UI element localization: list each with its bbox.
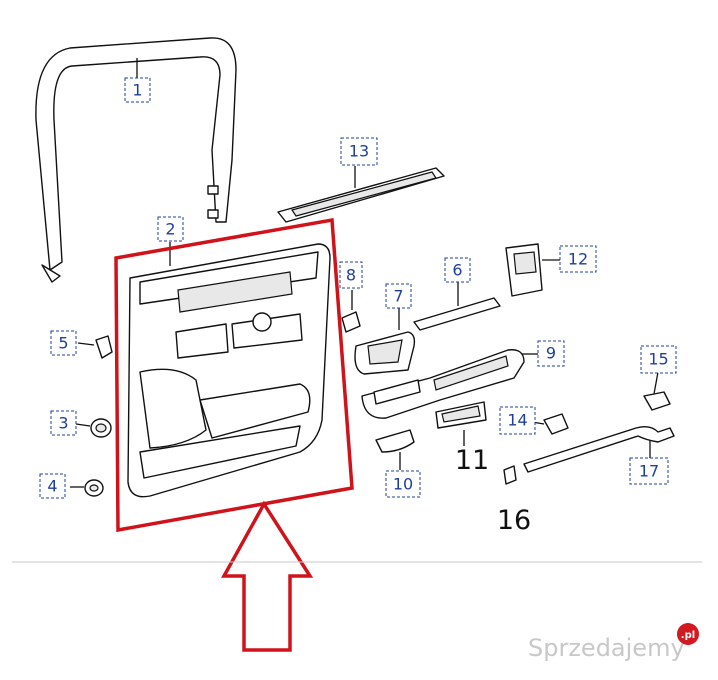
callout-10: 10 — [385, 470, 421, 498]
callout-6: 6 — [444, 257, 471, 283]
callout-2: 2 — [157, 216, 184, 242]
part-nut-16 — [503, 465, 517, 485]
callout-7: 7 — [385, 283, 412, 309]
watermark-text: Sprzedajemy — [528, 634, 685, 662]
callout-13: 13 — [340, 137, 378, 166]
callout-label: 6 — [452, 261, 462, 280]
callout-5: 5 — [50, 330, 77, 356]
part-armrest — [361, 349, 538, 419]
callout-label: 7 — [393, 287, 403, 306]
callout-label: 14 — [507, 411, 527, 430]
watermark-logo: Sprzedajemy .pl — [528, 623, 699, 662]
part-handle-bezel — [354, 308, 416, 375]
callout-label: 5 — [58, 334, 68, 353]
part-clip-4 — [70, 479, 104, 497]
callout-label: 8 — [346, 266, 356, 285]
callout-9: 9 — [537, 340, 565, 367]
callout-15: 15 — [640, 345, 677, 374]
callout-12: 12 — [559, 245, 597, 273]
part-clip-15 — [643, 371, 671, 411]
part-trim-strip — [413, 282, 501, 331]
callout-label: 3 — [58, 414, 68, 433]
callout-label: 15 — [648, 350, 668, 369]
part-reflector — [435, 401, 487, 446]
part-belt-molding — [277, 166, 445, 223]
highlight-outline — [114, 217, 354, 533]
callout-4: 4 — [39, 473, 66, 499]
part-pull-cup — [375, 429, 415, 470]
callout-17: 17 — [629, 457, 669, 485]
part-door-trim-panel — [127, 242, 331, 498]
watermark-badge-icon — [677, 623, 699, 645]
watermark-badge-text: .pl — [681, 630, 695, 641]
callout-14: 14 — [499, 406, 536, 435]
part-rod-17 — [523, 425, 675, 473]
callout-label: 12 — [568, 250, 588, 269]
callout-label: 13 — [349, 142, 369, 161]
part-switch-bezel — [505, 243, 560, 297]
part-connector-14 — [531, 413, 569, 435]
callout-label: 9 — [546, 344, 556, 363]
callout-label: 17 — [639, 462, 659, 481]
callout-1: 1 — [124, 77, 151, 103]
part-clip-5 — [77, 335, 113, 359]
highlight-arrow — [221, 500, 314, 652]
callout-label: 2 — [165, 220, 175, 239]
part-label-16: 16 — [497, 505, 531, 536]
part-weatherstrip — [35, 37, 237, 283]
callout-label: 10 — [393, 475, 413, 494]
callout-label: 1 — [132, 81, 142, 100]
part-label-11: 11 — [455, 445, 489, 476]
part-cap-8 — [341, 290, 361, 333]
callout-8: 8 — [339, 261, 363, 289]
part-clip-3 — [75, 418, 112, 438]
callout-label: 4 — [47, 477, 57, 496]
callout-3: 3 — [50, 410, 77, 436]
